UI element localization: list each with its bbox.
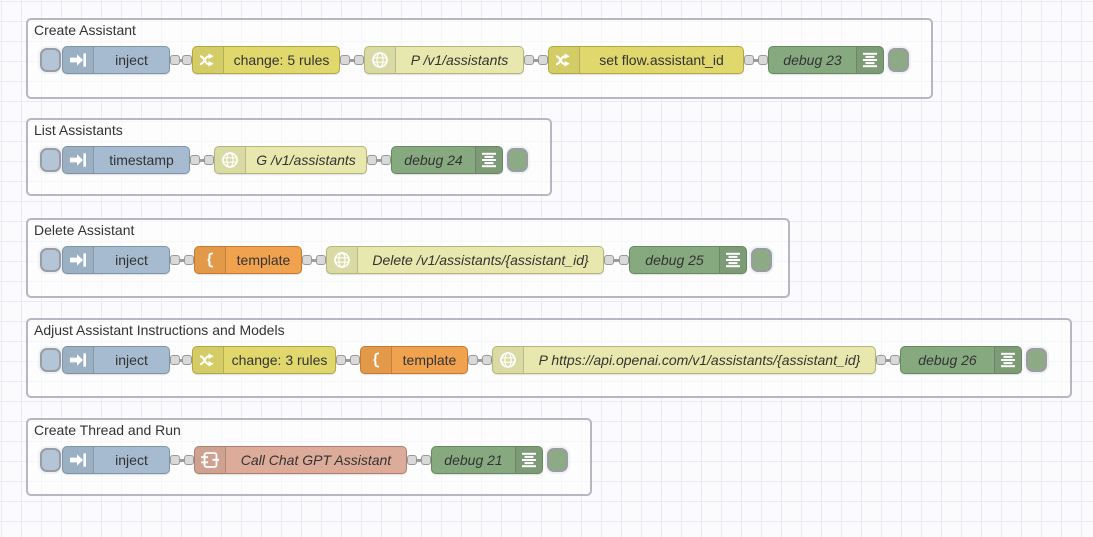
shuffle-icon xyxy=(193,347,224,373)
node-debug[interactable]: debug 23 xyxy=(768,46,884,74)
inject-button[interactable] xyxy=(40,348,61,372)
inject-button[interactable] xyxy=(40,448,61,472)
wire[interactable] xyxy=(340,55,364,65)
node-inject[interactable]: inject xyxy=(62,346,170,374)
wire[interactable] xyxy=(170,455,194,465)
wire[interactable] xyxy=(407,455,431,465)
node-change[interactable]: set flow.assistant_id xyxy=(548,46,744,74)
inject-button[interactable] xyxy=(40,148,61,172)
wire[interactable] xyxy=(170,55,192,65)
wire[interactable] xyxy=(367,155,391,165)
debug-toggle-button[interactable] xyxy=(547,448,568,472)
wire[interactable] xyxy=(190,155,214,165)
node-http-request[interactable]: P /v1/assistants xyxy=(364,46,524,74)
inject-icon xyxy=(63,47,94,73)
globe-icon xyxy=(215,147,246,173)
debug-toggle-button[interactable] xyxy=(888,48,909,72)
wire[interactable] xyxy=(524,55,548,65)
node-inject[interactable]: timestamp xyxy=(62,146,190,174)
debug-list-icon xyxy=(994,347,1021,373)
group-label: List Assistants xyxy=(34,122,123,138)
group-label: Adjust Assistant Instructions and Models xyxy=(34,322,285,338)
debug-list-icon xyxy=(719,247,746,273)
inject-icon xyxy=(63,247,94,273)
debug-list-icon xyxy=(475,147,502,173)
node-http-request[interactable]: P https://api.openai.com/v1/assistants/{… xyxy=(492,346,876,374)
node-debug[interactable]: debug 26 xyxy=(900,346,1022,374)
node-http-request[interactable]: Delete /v1/assistants/{assistant_id} xyxy=(326,246,604,274)
node-http-request[interactable]: G /v1/assistants xyxy=(214,146,367,174)
node-template[interactable]: template xyxy=(194,246,302,274)
debug-toggle-button[interactable] xyxy=(507,148,528,172)
node-inject[interactable]: inject xyxy=(62,46,170,74)
shuffle-icon xyxy=(193,47,224,73)
node-subflow[interactable]: Call Chat GPT Assistant xyxy=(194,446,407,474)
debug-toggle-button[interactable] xyxy=(1026,348,1047,372)
node-debug[interactable]: debug 24 xyxy=(391,146,503,174)
node-inject[interactable]: inject xyxy=(62,446,170,474)
node-inject[interactable]: inject xyxy=(62,246,170,274)
node-change[interactable]: change: 5 rules xyxy=(192,46,340,74)
node-change[interactable]: change: 3 rules xyxy=(192,346,336,374)
debug-toggle-button[interactable] xyxy=(751,248,772,272)
wire[interactable] xyxy=(876,355,900,365)
wire[interactable] xyxy=(170,355,192,365)
wire[interactable] xyxy=(604,255,629,265)
wire[interactable] xyxy=(302,255,326,265)
globe-icon xyxy=(493,347,524,373)
inject-icon xyxy=(63,347,94,373)
subflow-icon xyxy=(195,447,226,473)
curly-brace-icon xyxy=(195,247,226,273)
wire[interactable] xyxy=(336,355,360,365)
node-debug[interactable]: debug 21 xyxy=(431,446,543,474)
group-label: Create Thread and Run xyxy=(34,422,181,438)
inject-icon xyxy=(63,147,94,173)
wire[interactable] xyxy=(744,55,768,65)
group-label: Delete Assistant xyxy=(34,222,135,238)
debug-list-icon xyxy=(856,47,883,73)
globe-icon xyxy=(365,47,396,73)
node-debug[interactable]: debug 25 xyxy=(629,246,747,274)
group-label: Create Assistant xyxy=(34,22,136,38)
inject-button[interactable] xyxy=(40,48,61,72)
node-template[interactable]: template xyxy=(360,346,468,374)
wire[interactable] xyxy=(468,355,492,365)
globe-icon xyxy=(327,247,358,273)
inject-button[interactable] xyxy=(40,248,61,272)
debug-list-icon xyxy=(515,447,542,473)
wire[interactable] xyxy=(170,255,194,265)
curly-brace-icon xyxy=(361,347,392,373)
inject-icon xyxy=(63,447,94,473)
shuffle-icon xyxy=(549,47,580,73)
